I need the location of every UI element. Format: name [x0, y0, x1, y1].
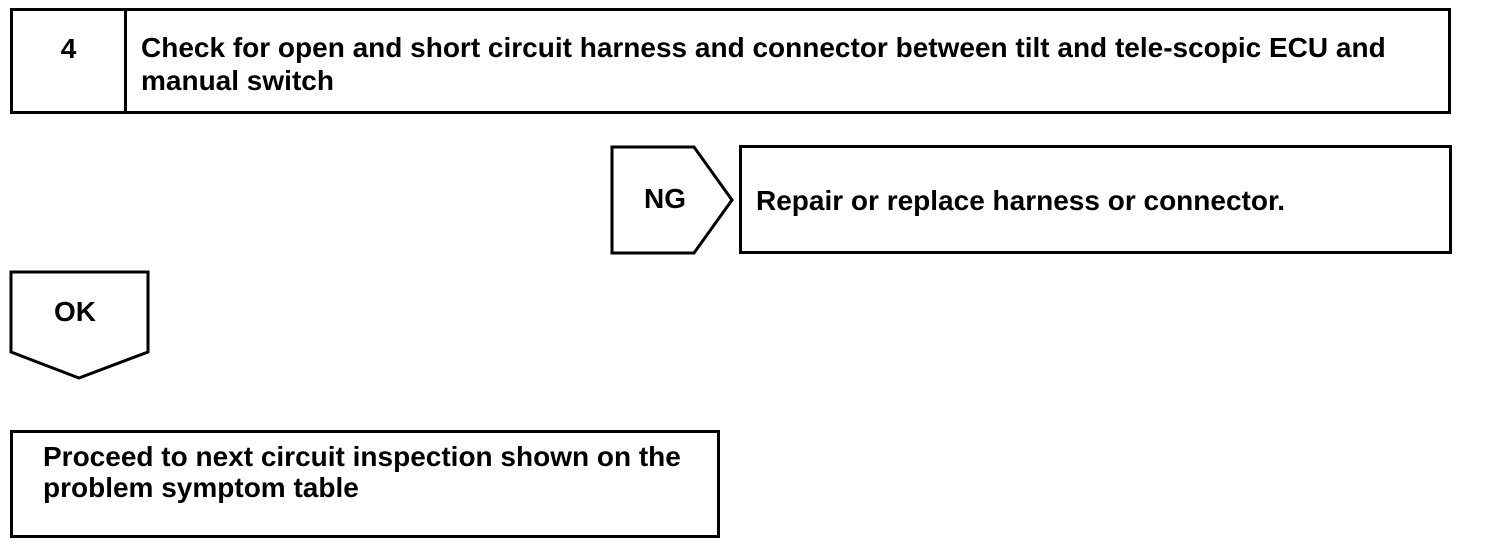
ok-action-text: Proceed to next circuit inspection shown…: [43, 441, 681, 503]
ng-action-text: Repair or replace harness or connector.: [756, 185, 1286, 216]
step-box: 4 Check for open and short circuit harne…: [10, 8, 1451, 114]
ng-label: NG: [644, 183, 686, 214]
ng-arrow: [610, 145, 734, 255]
ok-label: OK: [54, 296, 96, 327]
ok-action-box: Proceed to next circuit inspection shown…: [10, 430, 720, 538]
ng-action-box: Repair or replace harness or connector.: [739, 145, 1452, 254]
step-title: Check for open and short circuit harness…: [141, 32, 1386, 96]
ok-arrow: [9, 270, 150, 380]
step-number: 4: [13, 11, 127, 111]
